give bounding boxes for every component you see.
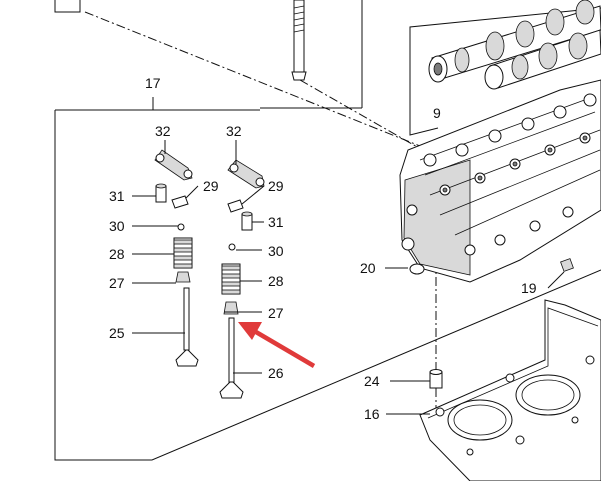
leader-lines [132, 140, 265, 374]
upper-inset-box [54, 0, 363, 109]
callout-9: 9 [433, 105, 441, 121]
highlight-arrow [238, 322, 316, 368]
intake-valve [175, 287, 199, 367]
valve-key-left [171, 195, 189, 209]
spring-right [221, 263, 241, 295]
callout-16: 16 [364, 406, 380, 422]
callout-32-right: 32 [226, 123, 242, 139]
callout-31-right: 31 [268, 214, 284, 230]
callout-31-left: 31 [109, 188, 125, 204]
retainer-right [228, 243, 236, 251]
callout-30-right: 30 [268, 243, 284, 259]
rocker-arm-left [154, 149, 193, 181]
callout-27-left: 27 [109, 275, 125, 291]
camshaft-upper [428, 0, 601, 83]
callout-19: 19 [521, 280, 537, 296]
lash-adjuster-left [155, 183, 167, 203]
head-gasket [386, 299, 601, 481]
callout-28-right: 28 [268, 273, 284, 289]
callout-17: 17 [145, 75, 161, 91]
callout-24: 24 [364, 373, 380, 389]
callout-32-left: 32 [155, 123, 171, 139]
rocker-arm-right [227, 159, 265, 189]
alignment-lines [84, 11, 441, 412]
callout-29-left: 29 [203, 178, 219, 194]
callout-25: 25 [109, 325, 125, 341]
callout-27-right: 27 [268, 305, 284, 321]
plug-20 [385, 263, 425, 275]
head-bolt [291, 0, 307, 81]
lash-adjuster-right [241, 211, 253, 231]
cylinder-head [399, 79, 601, 283]
callout-29-right: 29 [268, 178, 284, 194]
callout-20: 20 [360, 260, 376, 276]
stud-19 [547, 258, 574, 289]
callout-labels: 17 9 20 19 24 16 32 32 31 31 29 29 30 30… [109, 75, 537, 422]
seal-right [223, 301, 239, 315]
callout-26: 26 [268, 365, 284, 381]
callout-30-left: 30 [109, 218, 125, 234]
spring-left [173, 237, 193, 269]
callout-28-left: 28 [109, 246, 125, 262]
dowel-24 [390, 369, 443, 389]
seal-left [175, 271, 191, 283]
camshaft-lower [484, 29, 601, 90]
valve-key-right [227, 199, 244, 213]
valve-train-inset [54, 97, 601, 461]
exhaust-valve [219, 317, 244, 399]
retainer-left [177, 223, 185, 231]
